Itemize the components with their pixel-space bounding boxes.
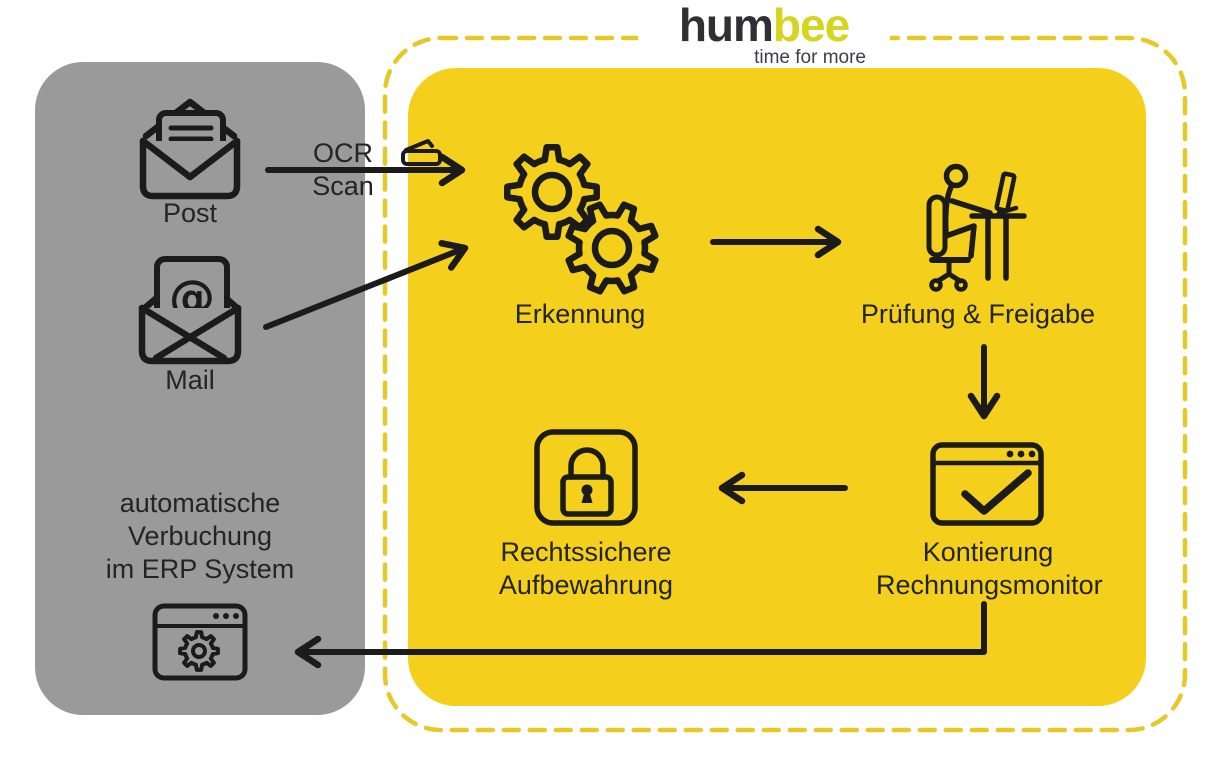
post-envelope-icon xyxy=(139,98,241,200)
archive-label: Rechtssichere Aufbewahrung xyxy=(484,536,688,602)
lock-icon xyxy=(534,429,638,526)
logo-text-hum: hum xyxy=(678,0,774,51)
erp-caption-line2: Verbuchung xyxy=(127,521,273,551)
erp-browser-gear-icon xyxy=(152,603,248,681)
recognition-label: Erkennung xyxy=(514,299,646,329)
archive-label-line1: Rechtssichere xyxy=(500,537,672,567)
arrow-posting-to-erp xyxy=(294,601,987,669)
check-mark xyxy=(961,469,1032,515)
logo-tagline: time for more xyxy=(754,47,866,68)
erp-caption-line1: automatische xyxy=(119,488,281,518)
posting-label-line1: Kontierung xyxy=(922,537,1054,567)
erp-caption: automatische Verbuchung im ERP System xyxy=(100,487,300,586)
gears-icon xyxy=(504,144,659,295)
humbee-logo: humbee time for more xyxy=(638,0,890,68)
posting-monitor-label: Kontierung Rechnungsmonitor xyxy=(876,536,1103,602)
posting-label-line2: Rechnungsmonitor xyxy=(876,570,1103,600)
browser-check-icon xyxy=(930,442,1044,526)
mail-envelope-icon: @ xyxy=(138,256,242,365)
mail-label: Mail xyxy=(165,365,215,395)
archive-label-line2: Aufbewahrung xyxy=(498,570,674,600)
review-approval-label: Prüfung & Freigabe xyxy=(860,299,1096,329)
arrow-mail-to-recognition xyxy=(263,240,469,330)
logo-wordmark: humbee xyxy=(638,2,890,48)
flow-arrows xyxy=(263,153,1001,669)
scanner-icon xyxy=(401,139,442,166)
dashed-boundary xyxy=(382,35,1188,733)
post-label: Post xyxy=(162,198,218,228)
person-at-desk-icon xyxy=(926,163,1027,292)
erp-caption-line3: im ERP System xyxy=(105,554,295,584)
logo-text-bee: bee xyxy=(772,0,850,51)
ocr-scan-label: OCR Scan xyxy=(312,138,374,201)
